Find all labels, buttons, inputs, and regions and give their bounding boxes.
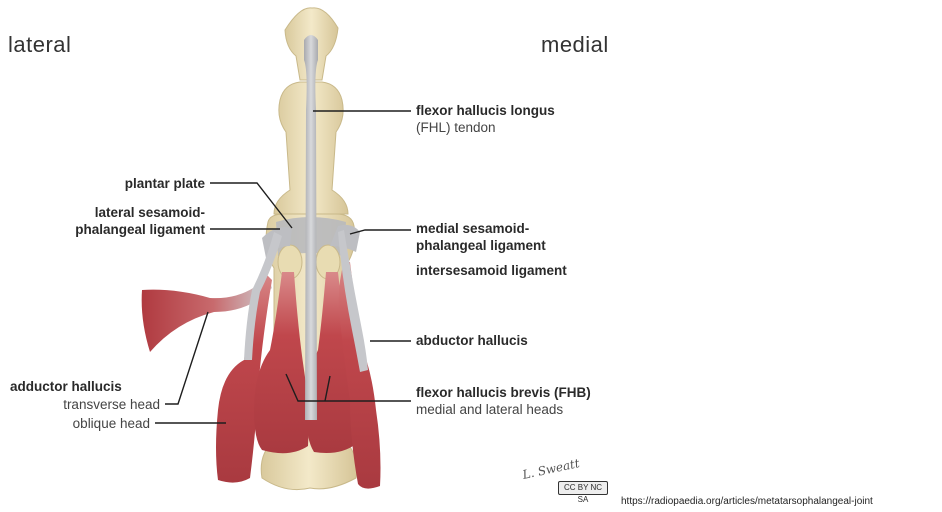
lateral-label: lateral (8, 32, 71, 58)
fhl-label: flexor hallucis longus (FHL) tendon (416, 102, 555, 136)
medial-sesamoid-line2: phalangeal ligament (416, 237, 546, 254)
intersesamoid-label: intersesamoid ligament (416, 262, 567, 279)
abductor-label: abductor hallucis (416, 332, 528, 349)
adductor-label-title: adductor hallucis (10, 378, 122, 395)
lateral-sesamoid-line1: lateral sesamoid- (75, 204, 205, 221)
fhb-label-line2: medial and lateral heads (416, 401, 591, 418)
medial-sesamoid-line1: medial sesamoid- (416, 220, 546, 237)
lateral-sesamoid-line2: phalangeal ligament (75, 221, 205, 238)
license-badge: CC BY NC SA (558, 481, 608, 495)
fhb-label: flexor hallucis brevis (FHB) medial and … (416, 384, 591, 418)
fhl-label-line1: flexor hallucis longus (416, 102, 555, 119)
lateral-sesamoid-label: lateral sesamoid- phalangeal ligament (75, 204, 205, 238)
adductor-oblique-label: oblique head (73, 415, 150, 432)
medial-label: medial (541, 32, 609, 58)
adductor-transverse-label: transverse head (63, 396, 160, 413)
adductor-label: adductor hallucis (10, 378, 122, 395)
source-url[interactable]: https://radiopaedia.org/articles/metatar… (621, 496, 873, 507)
medial-sesamoid-label: medial sesamoid- phalangeal ligament (416, 220, 546, 254)
fhl-label-line2: (FHL) tendon (416, 119, 555, 136)
plantar-plate-label: plantar plate (125, 175, 205, 192)
fhb-label-line1: flexor hallucis brevis (FHB) (416, 384, 591, 401)
